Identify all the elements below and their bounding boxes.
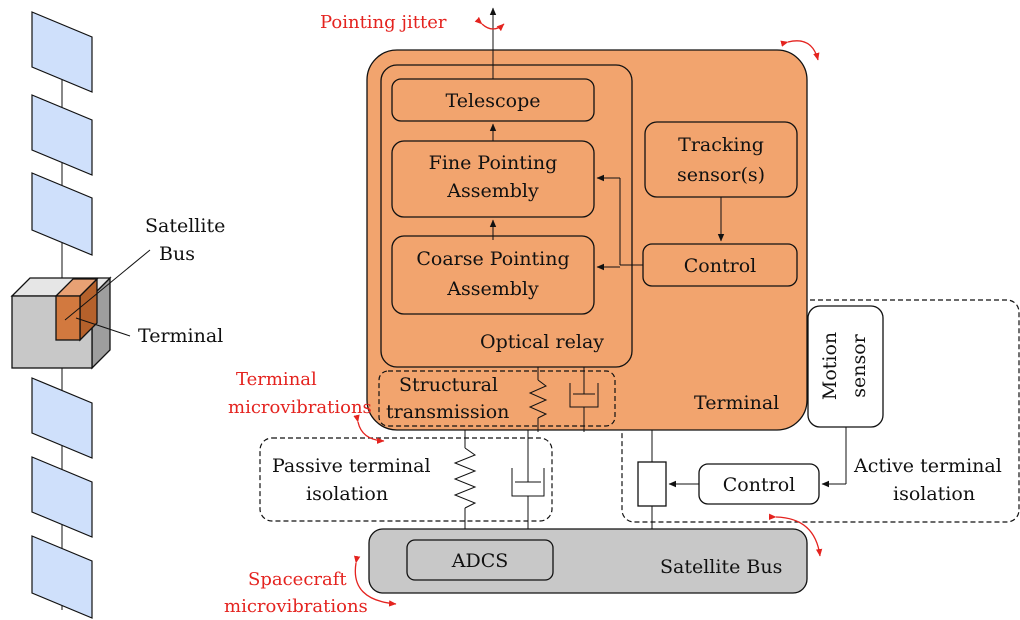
solar-panel-segment — [31, 11, 93, 93]
satellite-bus-block-label: Satellite Bus — [660, 556, 782, 578]
fine-pointing-label: Fine Pointing — [429, 152, 558, 174]
structural-damper — [569, 367, 599, 432]
solar-panel-segment — [31, 535, 93, 619]
motion-sensor-box: Motion sensor — [807, 305, 884, 428]
terminal-rotation-arrow — [780, 40, 820, 61]
active-isolation-label-2: isolation — [893, 483, 975, 505]
terminal-control-label: Control — [684, 255, 756, 277]
motion-sensor-label: Motion — [819, 332, 841, 400]
terminal-pointer-line — [75, 317, 131, 337]
terminal-label: Terminal — [138, 325, 223, 347]
passive-isolation-region — [259, 437, 553, 522]
spacecraft-microvibrations-label-2: microvibrations — [224, 596, 368, 617]
tracking-sensor-label: Tracking — [678, 134, 764, 156]
terminal-microvibrations-annotation: Terminal microvibrations — [228, 369, 385, 444]
pointing-jitter-label: Pointing jitter — [320, 12, 447, 33]
solar-panel-segment — [31, 172, 93, 256]
fine-pointing-assembly-box: Fine Pointing Assembly — [391, 140, 595, 218]
terminal-microvibrations-label-2: microvibrations — [228, 397, 372, 418]
solar-panel-upper — [31, 11, 93, 256]
terminal-block: Telescope Fine Pointing Assembly Coarse … — [366, 49, 808, 432]
satellite-bus-label-2: Bus — [159, 243, 195, 265]
spacecraft-microvibrations-label: Spacecraft — [248, 569, 347, 590]
tracking-sensor-box: Tracking sensor(s) — [644, 121, 798, 198]
coarse-pointing-label-2: Assembly — [446, 278, 539, 300]
optical-relay-frame — [380, 64, 633, 368]
pointing-jitter-annotation: Pointing jitter — [320, 12, 505, 33]
structural-transmission-label-2: transmission — [386, 401, 509, 423]
telescope-box: Telescope — [391, 78, 595, 122]
coarse-pointing-label: Coarse Pointing — [416, 248, 569, 270]
structural-spring — [528, 367, 548, 432]
passive-isolation-label-2: isolation — [306, 483, 388, 505]
active-isolation-vibration-arrow — [768, 513, 823, 557]
satellite-bus-block: ADCS Satellite Bus — [368, 528, 808, 594]
active-control-box: Control — [698, 463, 820, 505]
fine-pointing-label-2: Assembly — [446, 180, 539, 202]
terminal-block-label: Terminal — [694, 392, 779, 414]
terminal-microvibrations-label: Terminal — [236, 369, 317, 390]
spacecraft-microvibrations-annotation: Spacecraft microvibrations — [224, 555, 397, 617]
passive-isolation-mount — [453, 430, 545, 529]
telescope-label: Telescope — [446, 90, 541, 112]
bus-pointer-line — [64, 249, 151, 321]
structural-transmission-label: Structural — [399, 374, 498, 396]
coarse-pointing-assembly-box: Coarse Pointing Assembly — [391, 235, 595, 315]
optical-relay-label: Optical relay — [480, 331, 604, 353]
adcs-label: ADCS — [451, 550, 509, 572]
satellite-sketch: Satellite Bus Terminal — [10, 11, 225, 619]
tracking-sensor-label-2: sensor(s) — [677, 164, 765, 186]
solar-panel-segment — [31, 94, 93, 176]
motion-sensor-label-2: sensor — [848, 333, 870, 397]
adcs-box — [406, 539, 554, 581]
active-actuator — [637, 430, 667, 529]
terminal-control-box: Control — [642, 243, 798, 287]
structural-transmission-region — [378, 370, 616, 427]
satellite-bus-label: Satellite — [145, 215, 225, 237]
terminal-cube — [54, 277, 99, 342]
active-signal-arrows — [668, 427, 847, 488]
active-control-label: Control — [723, 474, 795, 496]
solar-panel-segment — [31, 456, 93, 538]
active-isolation-label: Active terminal — [853, 455, 1002, 477]
solar-panel-lower — [31, 377, 93, 619]
passive-isolation-label: Passive terminal — [272, 455, 431, 477]
solar-panel-segment — [31, 377, 93, 459]
